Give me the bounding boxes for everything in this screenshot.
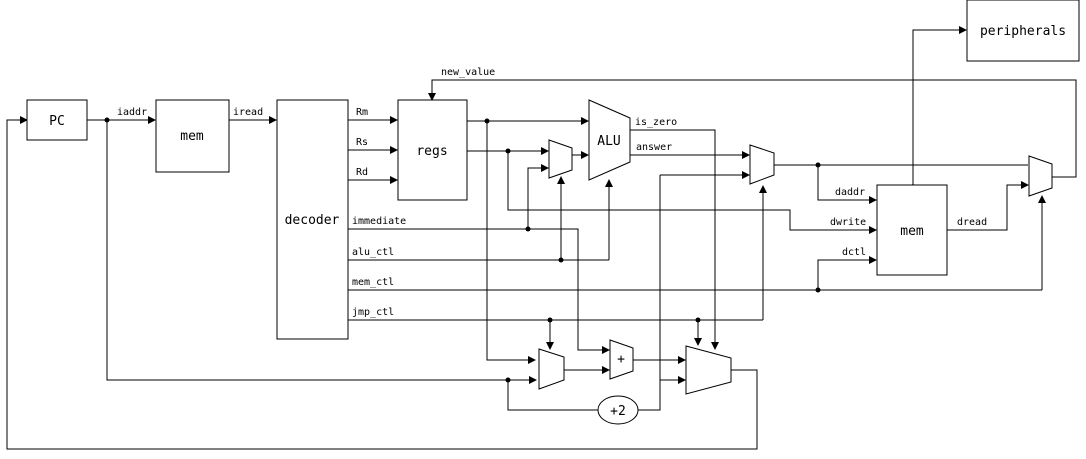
wires — [6, 26, 1077, 450]
plus2-label: +2 — [610, 404, 626, 419]
pc-select-mux — [685, 345, 732, 395]
label-jmp-ctl: jmp_ctl — [352, 307, 394, 318]
label-new-value: new_value — [441, 67, 495, 78]
alu-label: ALU — [597, 134, 620, 149]
address-mux — [538, 348, 565, 390]
wire-dctl — [817, 256, 877, 290]
label-dwrite: dwrite — [830, 217, 866, 228]
label-immediate: immediate — [352, 216, 406, 227]
label-mem-ctl: mem_ctl — [352, 277, 394, 288]
wire-new-value — [428, 79, 1077, 178]
peripherals-block: peripherals — [966, 0, 1080, 62]
label-rs: Rs — [356, 137, 368, 148]
wire-daddr — [817, 165, 877, 204]
wire-next-pc — [6, 116, 758, 450]
wire-immediate-to-mux — [527, 164, 549, 229]
pc-label: PC — [49, 114, 65, 129]
wire-dread — [947, 181, 1029, 231]
signal-labels: iaddr iread Rm Rs Rd immediate alu_ctl m… — [117, 67, 987, 318]
alu-block: ALU — [588, 99, 631, 181]
junctions — [104, 117, 821, 383]
data-mem-block: mem — [876, 184, 948, 276]
wire-iaddr-to-plus2 — [507, 380, 598, 411]
instruction-mem-block: mem — [155, 99, 230, 173]
label-dread: dread — [957, 217, 987, 228]
wire-iaddr-branch — [106, 120, 508, 381]
label-alu-ctl: alu_ctl — [352, 247, 394, 258]
label-dctl: dctl — [842, 247, 866, 258]
decoder-block: decoder — [276, 99, 349, 340]
regs-label: regs — [416, 144, 447, 159]
label-iread: iread — [233, 107, 263, 118]
label-rd: Rd — [356, 167, 368, 178]
wire-dwrite — [507, 151, 877, 234]
wire-is-zero — [630, 129, 719, 350]
peripherals-label: peripherals — [980, 24, 1066, 39]
label-is-zero: is_zero — [635, 117, 677, 128]
instruction-mem-label: mem — [180, 129, 204, 144]
branch-adder: + — [609, 339, 634, 380]
data-mem-label: mem — [900, 224, 924, 239]
wire-regs-a-to-addrmux — [486, 121, 536, 364]
plus2-block: +2 — [597, 395, 639, 425]
result-mux — [749, 144, 775, 185]
pc-block: PC — [26, 99, 88, 141]
label-rm: Rm — [356, 107, 368, 118]
alu-input-mux — [548, 139, 573, 179]
label-answer: answer — [636, 142, 672, 153]
wire-plus2-out — [638, 175, 661, 411]
label-iaddr: iaddr — [117, 107, 147, 118]
writeback-mux — [1028, 155, 1053, 197]
branch-adder-label: + — [617, 352, 625, 367]
regs-block: regs — [397, 99, 468, 201]
label-daddr: daddr — [835, 187, 865, 198]
wire-peripherals — [909, 26, 967, 191]
decoder-label: decoder — [285, 213, 340, 228]
